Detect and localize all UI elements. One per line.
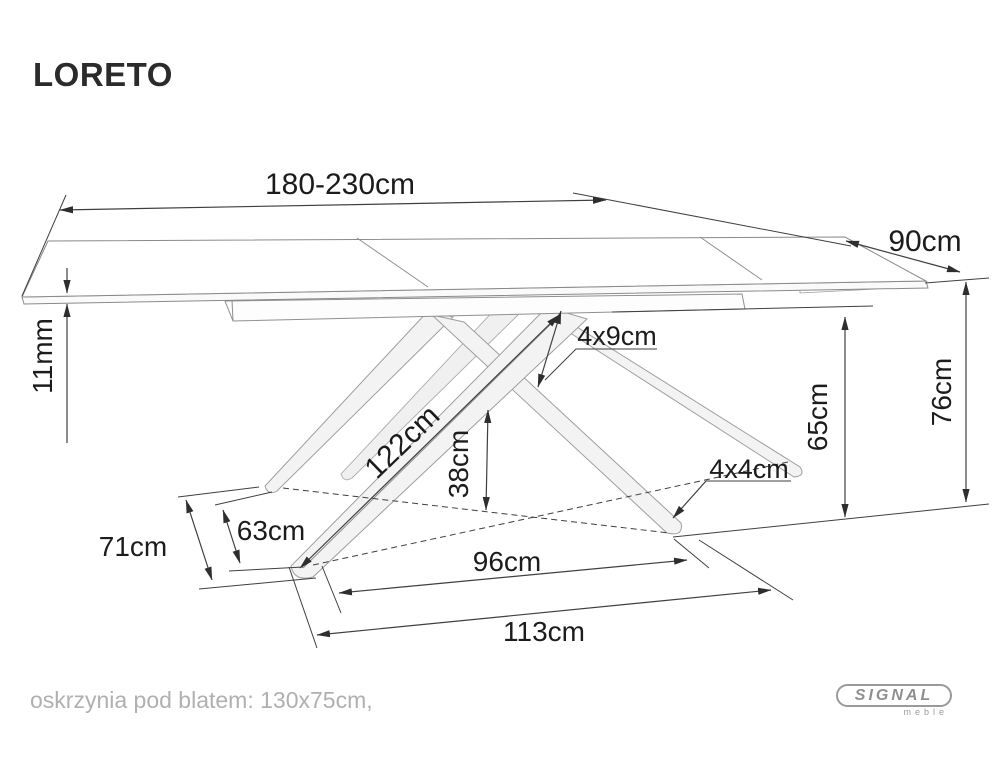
leg-section-leader — [544, 348, 657, 381]
tabletop-surface — [21, 236, 928, 298]
depth-ext-tip — [924, 277, 990, 284]
foot-section-leader — [672, 480, 707, 519]
dim-label-table-height: 76cm — [926, 358, 957, 426]
feet63-ext-bottom — [228, 566, 304, 572]
clearance-ext-top — [611, 305, 874, 313]
dimension-thickness: 11mm — [27, 268, 71, 443]
tabletop-seam-right — [699, 236, 763, 281]
feet63-ext-top — [214, 491, 273, 506]
brand-logo: SIGNAL meble — [836, 684, 956, 717]
brand-logo-oval: SIGNAL — [836, 684, 952, 707]
feet96-ext-left — [321, 565, 342, 614]
feet113-ext-right — [698, 539, 794, 601]
floor-line-right — [672, 503, 990, 538]
tabletop — [21, 236, 929, 305]
tabletop-seam-left — [356, 237, 429, 288]
dimension-length: 180-230cm — [21, 168, 852, 297]
dimension-leg-length: 122cm — [299, 314, 560, 569]
dimension-feet-depth-outer: 71cm — [99, 486, 317, 590]
dim-label-leg-section-upper: 4x9cm — [577, 321, 657, 351]
dim-label-feet-width-inner: 96cm — [473, 546, 541, 577]
length-ext-left — [21, 194, 67, 297]
brand-name: SIGNAL — [854, 686, 934, 704]
table-legs — [264, 306, 803, 579]
leg-front-left — [290, 306, 588, 579]
length-ext-right — [572, 192, 852, 247]
dim-label-feet-width-outer: 113cm — [503, 616, 585, 647]
dim-label-underframe-clearance: 65cm — [802, 383, 833, 451]
dim-label-depth: 90cm — [888, 225, 961, 258]
cross-height-line — [482, 409, 492, 511]
dimension-cross-height: 38cm — [443, 409, 492, 511]
feet71-ext-bottom — [198, 577, 317, 590]
footer-note: oskrzynia pod blatem: 130x75cm, — [30, 687, 373, 713]
feet71-ext-top — [177, 486, 260, 498]
feet63-line — [222, 509, 241, 564]
dimension-feet-width-inner: 96cm — [321, 538, 710, 614]
dimension-leg-section-upper: 4x9cm — [537, 310, 657, 388]
leg-front-left-grain-line — [302, 314, 561, 569]
depth-dimension-line — [845, 240, 961, 273]
feet96-line — [338, 557, 688, 596]
dimension-table-height: 76cm — [926, 281, 970, 503]
page-title: LORETO — [33, 56, 173, 93]
brand-subtitle: meble — [903, 707, 948, 717]
feet113-line — [316, 587, 772, 638]
dimension-feet-depth-inner: 63cm — [214, 491, 305, 572]
dimension-leg-section-foot: 4x4cm — [672, 454, 791, 519]
feet71-line — [185, 499, 213, 581]
leg-section-arrow — [537, 310, 562, 388]
dim-label-feet-depth-inner: 63cm — [237, 515, 305, 546]
feet96-ext-right — [673, 538, 710, 569]
dim-label-length: 180-230cm — [265, 168, 415, 201]
dimension-feet-width-outer: 113cm — [288, 539, 794, 649]
dim-label-thickness: 11mm — [27, 318, 58, 394]
dimension-depth: 90cm — [845, 225, 990, 284]
dim-label-cross-height: 38cm — [443, 430, 474, 498]
feet113-ext-left — [288, 566, 318, 649]
dim-label-feet-depth-outer: 71cm — [99, 531, 167, 562]
dimension-underframe-clearance: 65cm — [611, 305, 874, 518]
length-dimension-line — [59, 196, 607, 214]
leg-back-right — [535, 310, 803, 478]
dim-label-leg-section-foot: 4x4cm — [709, 454, 789, 484]
apron-end-line — [231, 299, 234, 322]
leg-length-dimension-line — [299, 314, 560, 569]
